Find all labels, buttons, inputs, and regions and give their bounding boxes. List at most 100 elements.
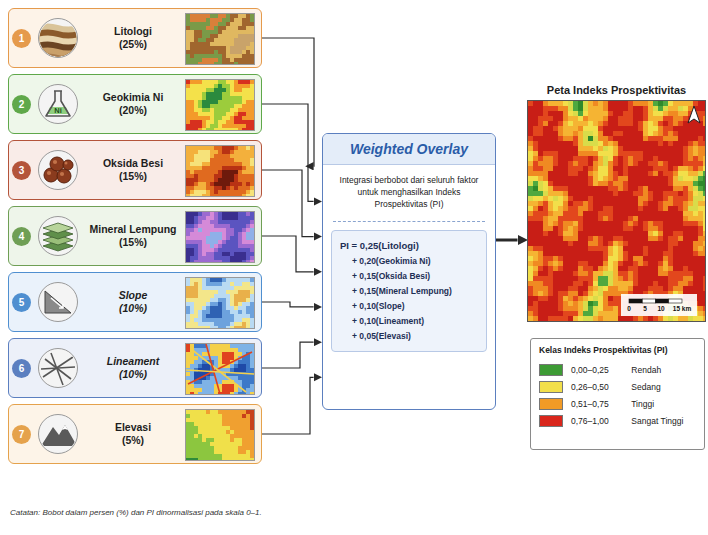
thumb-cell [202,22,206,26]
thumb-cell [242,224,246,228]
thumb-cell [242,178,246,182]
thumb-cell [246,418,250,422]
map-cell [558,126,563,131]
thumb-cell [246,84,250,88]
thumb-cell [238,18,242,22]
thumb-cell [238,260,242,263]
thumb-cell [214,104,218,108]
map-cell [703,106,705,111]
thumb-cell [222,216,226,220]
thumb-cell [242,252,246,256]
formula-line: + 0,05(Elevasi) [340,329,478,344]
thumb-cell [214,344,218,348]
thumb-cell [214,212,218,216]
thumb-cell [218,50,222,54]
thumb-cell [202,96,206,100]
thumb-cell [214,80,218,84]
map-cell [603,131,608,136]
thumb-cell [202,42,206,46]
map-cell [553,141,558,146]
map-cell [553,131,558,136]
thumb-cell [198,392,202,395]
thumb-cell [218,318,222,322]
thumb-cell [214,194,218,197]
thumb-cell [186,278,190,282]
thumb-cell [242,100,246,104]
map-cell [668,106,673,111]
map-cell [673,106,678,111]
thumb-cell [198,306,202,310]
thumb-cell [210,248,214,252]
thumb-cell [194,286,198,290]
thumb-cell [218,30,222,34]
thumb-cell [226,352,230,356]
thumb-cell [246,356,250,360]
oxide-shine [53,160,57,164]
thumb-cell [230,58,234,62]
thumb-cell [190,344,194,348]
thumb-cell [226,212,230,216]
thumb-cell [206,224,210,228]
thumb-cell [218,228,222,232]
thumb-cell [234,224,238,228]
thumb-cell [210,174,214,178]
map-cell [683,111,688,116]
thumb-cell [214,352,218,356]
thumb-cell [238,298,242,302]
thumb-cell [202,186,206,190]
map-cell [588,101,593,106]
map-cell [528,111,533,116]
thumb-cell [206,80,210,84]
thumb-cell [218,166,222,170]
thumb-cell [250,376,254,380]
thumb-cell [194,224,198,228]
thumb-cell [230,46,234,50]
map-cell [663,141,668,146]
thumb-cell [214,182,218,186]
map-cell [673,101,678,106]
map-cell [658,101,663,106]
map-cell [668,116,673,121]
thumb-cell [226,430,230,434]
factor-box: Oksida Besi (15%)3 [8,140,262,200]
thumb-cell [214,252,218,256]
thumb-cell [238,178,242,182]
thumb-cell [246,14,250,18]
thumb-cell [210,348,214,352]
thumb-cell [190,42,194,46]
map-cell [673,111,678,116]
thumb-cell [186,212,190,216]
thumb-cell [246,442,250,446]
thumb-cell [234,128,238,131]
thumb-cell [218,282,222,286]
thumb-cell [214,62,218,65]
thumb-cell [186,442,190,446]
thumb-cell [234,260,238,263]
thumb-cell [234,124,238,128]
thumb-cell [238,244,242,248]
map-cell [603,121,608,126]
map-cell [578,141,583,146]
thumb-cell [210,84,214,88]
map-cell [673,116,678,121]
map-cell [638,136,643,141]
map-cell [688,141,693,146]
thumb-cell [202,414,206,418]
thumb-cell [210,190,214,194]
thumb-cell [206,426,210,430]
thumb-cell [238,170,242,174]
map-cell [663,126,668,131]
thumb-cell [202,46,206,50]
thumb-cell [214,216,218,220]
thumb-cell [218,442,222,446]
thumb-cell [190,426,194,430]
thumb-cell [194,314,198,318]
thumb-cell [186,146,190,150]
thumb-cell [202,364,206,368]
thumb-cell [214,14,218,18]
thumb-cell [250,438,254,442]
thumb-cell [234,158,238,162]
thumb-cell [218,162,222,166]
thumb-cell [190,232,194,236]
thumb-cell [238,422,242,426]
